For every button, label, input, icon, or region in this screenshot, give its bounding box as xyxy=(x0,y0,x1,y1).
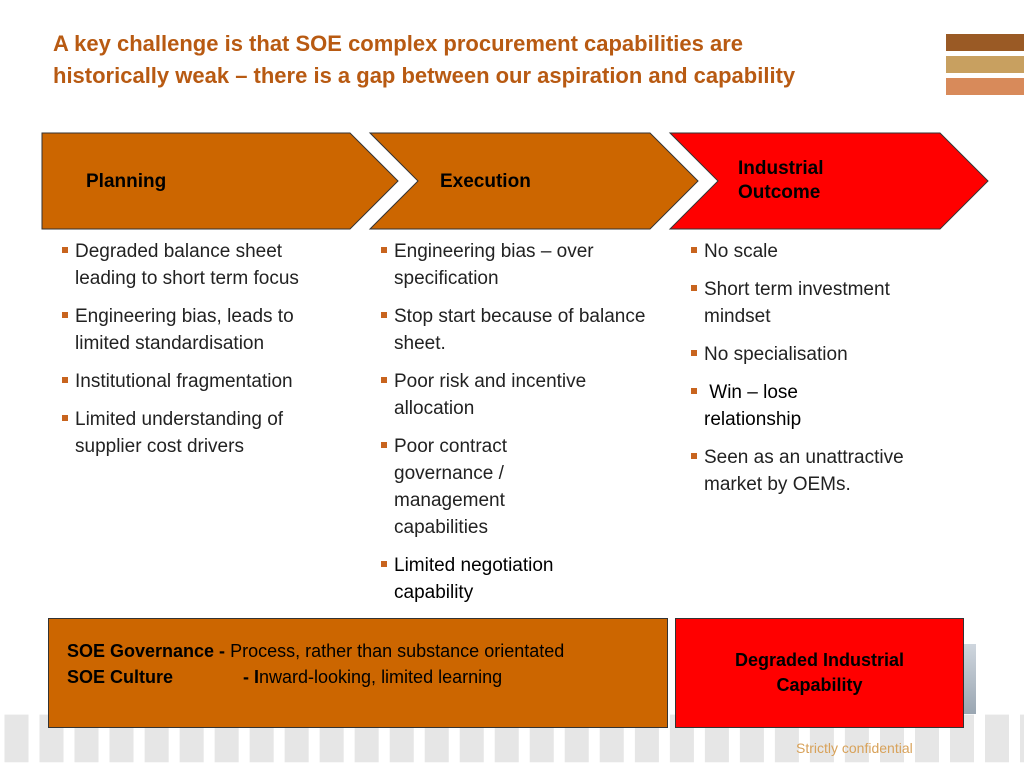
bullet-icon xyxy=(62,415,68,421)
list-item: Poor risk and incentive allocation xyxy=(381,368,646,422)
list-item: Limited understanding of supplier cost d… xyxy=(62,406,337,460)
chevron-outcome xyxy=(668,132,989,230)
list-item: Engineering bias – over specification xyxy=(381,238,646,292)
chevron-execution xyxy=(368,132,699,230)
list-item: Seen as an unattractive market by OEMs. xyxy=(691,444,911,498)
list-item: No specialisation xyxy=(691,341,911,368)
bullet-icon xyxy=(381,561,387,567)
culture-label: SOE Culture xyxy=(67,667,174,687)
planning-column: Degraded balance sheet leading to short … xyxy=(62,238,337,471)
outcome-column: No scale Short term investment mindset N… xyxy=(691,238,911,509)
list-item: Engineering bias, leads to limited stand… xyxy=(62,303,337,357)
bullet-icon xyxy=(381,312,387,318)
stage-label-planning: Planning xyxy=(86,171,167,192)
culture-dash: - I xyxy=(243,667,259,687)
culture-text: nward-looking, limited learning xyxy=(259,667,503,687)
governance-label: SOE Governance - xyxy=(67,641,231,661)
bullet-icon xyxy=(381,247,387,253)
stage-label-execution: Execution xyxy=(440,171,531,192)
title-line-2: historically weak – there is a gap betwe… xyxy=(53,63,796,88)
bullet-icon xyxy=(691,247,697,253)
decorative-bar-middle xyxy=(946,56,1024,73)
decorative-bar-top xyxy=(946,34,1024,51)
stage-label-outcome-line-1: Industrial xyxy=(738,158,824,179)
decorative-bar-bottom xyxy=(946,78,1024,95)
list-item: Win – lose relationship xyxy=(691,379,911,433)
title-line-1: A key challenge is that SOE complex proc… xyxy=(53,31,743,56)
stage-label-outcome-line-2: Outcome xyxy=(738,182,821,203)
bullet-icon xyxy=(691,285,697,291)
page-title: A key challenge is that SOE complex proc… xyxy=(53,28,933,92)
governance-box: SOE Governance - Process, rather than su… xyxy=(48,618,668,728)
degraded-line-1: Degraded Industrial xyxy=(734,650,905,670)
list-item: Stop start because of balance sheet. xyxy=(381,303,646,357)
bullet-icon xyxy=(62,247,68,253)
bullet-icon xyxy=(691,453,697,459)
side-photo xyxy=(964,644,976,714)
governance-text: Process, rather than substance orientate… xyxy=(230,641,565,661)
list-item: No scale xyxy=(691,238,911,265)
governance-line: SOE Governance - Process, rather than su… xyxy=(67,641,564,662)
bullet-icon xyxy=(381,442,387,448)
confidential-footer: Strictly confidential xyxy=(796,740,913,756)
list-item: Degraded balance sheet leading to short … xyxy=(62,238,337,292)
degraded-capability-text: Degraded Industrial Capability xyxy=(735,648,904,698)
bullet-icon xyxy=(62,312,68,318)
list-item: Limited negotiation capability xyxy=(381,552,646,606)
execution-column: Engineering bias – over specification St… xyxy=(381,238,646,617)
bullet-icon xyxy=(62,377,68,383)
degraded-capability-box: Degraded Industrial Capability xyxy=(675,618,964,728)
list-item: Poor contract governance / management ca… xyxy=(381,433,646,541)
bullet-icon xyxy=(691,388,697,394)
stage-label-outcome: Industrial Outcome xyxy=(738,157,824,205)
degraded-line-2: Capability xyxy=(776,675,863,695)
list-item: Short term investment mindset xyxy=(691,276,911,330)
culture-line: SOE Culture - Inward-looking, limited lea… xyxy=(67,667,502,688)
bullet-icon xyxy=(691,350,697,356)
list-item: Institutional fragmentation xyxy=(62,368,337,395)
bullet-icon xyxy=(381,377,387,383)
